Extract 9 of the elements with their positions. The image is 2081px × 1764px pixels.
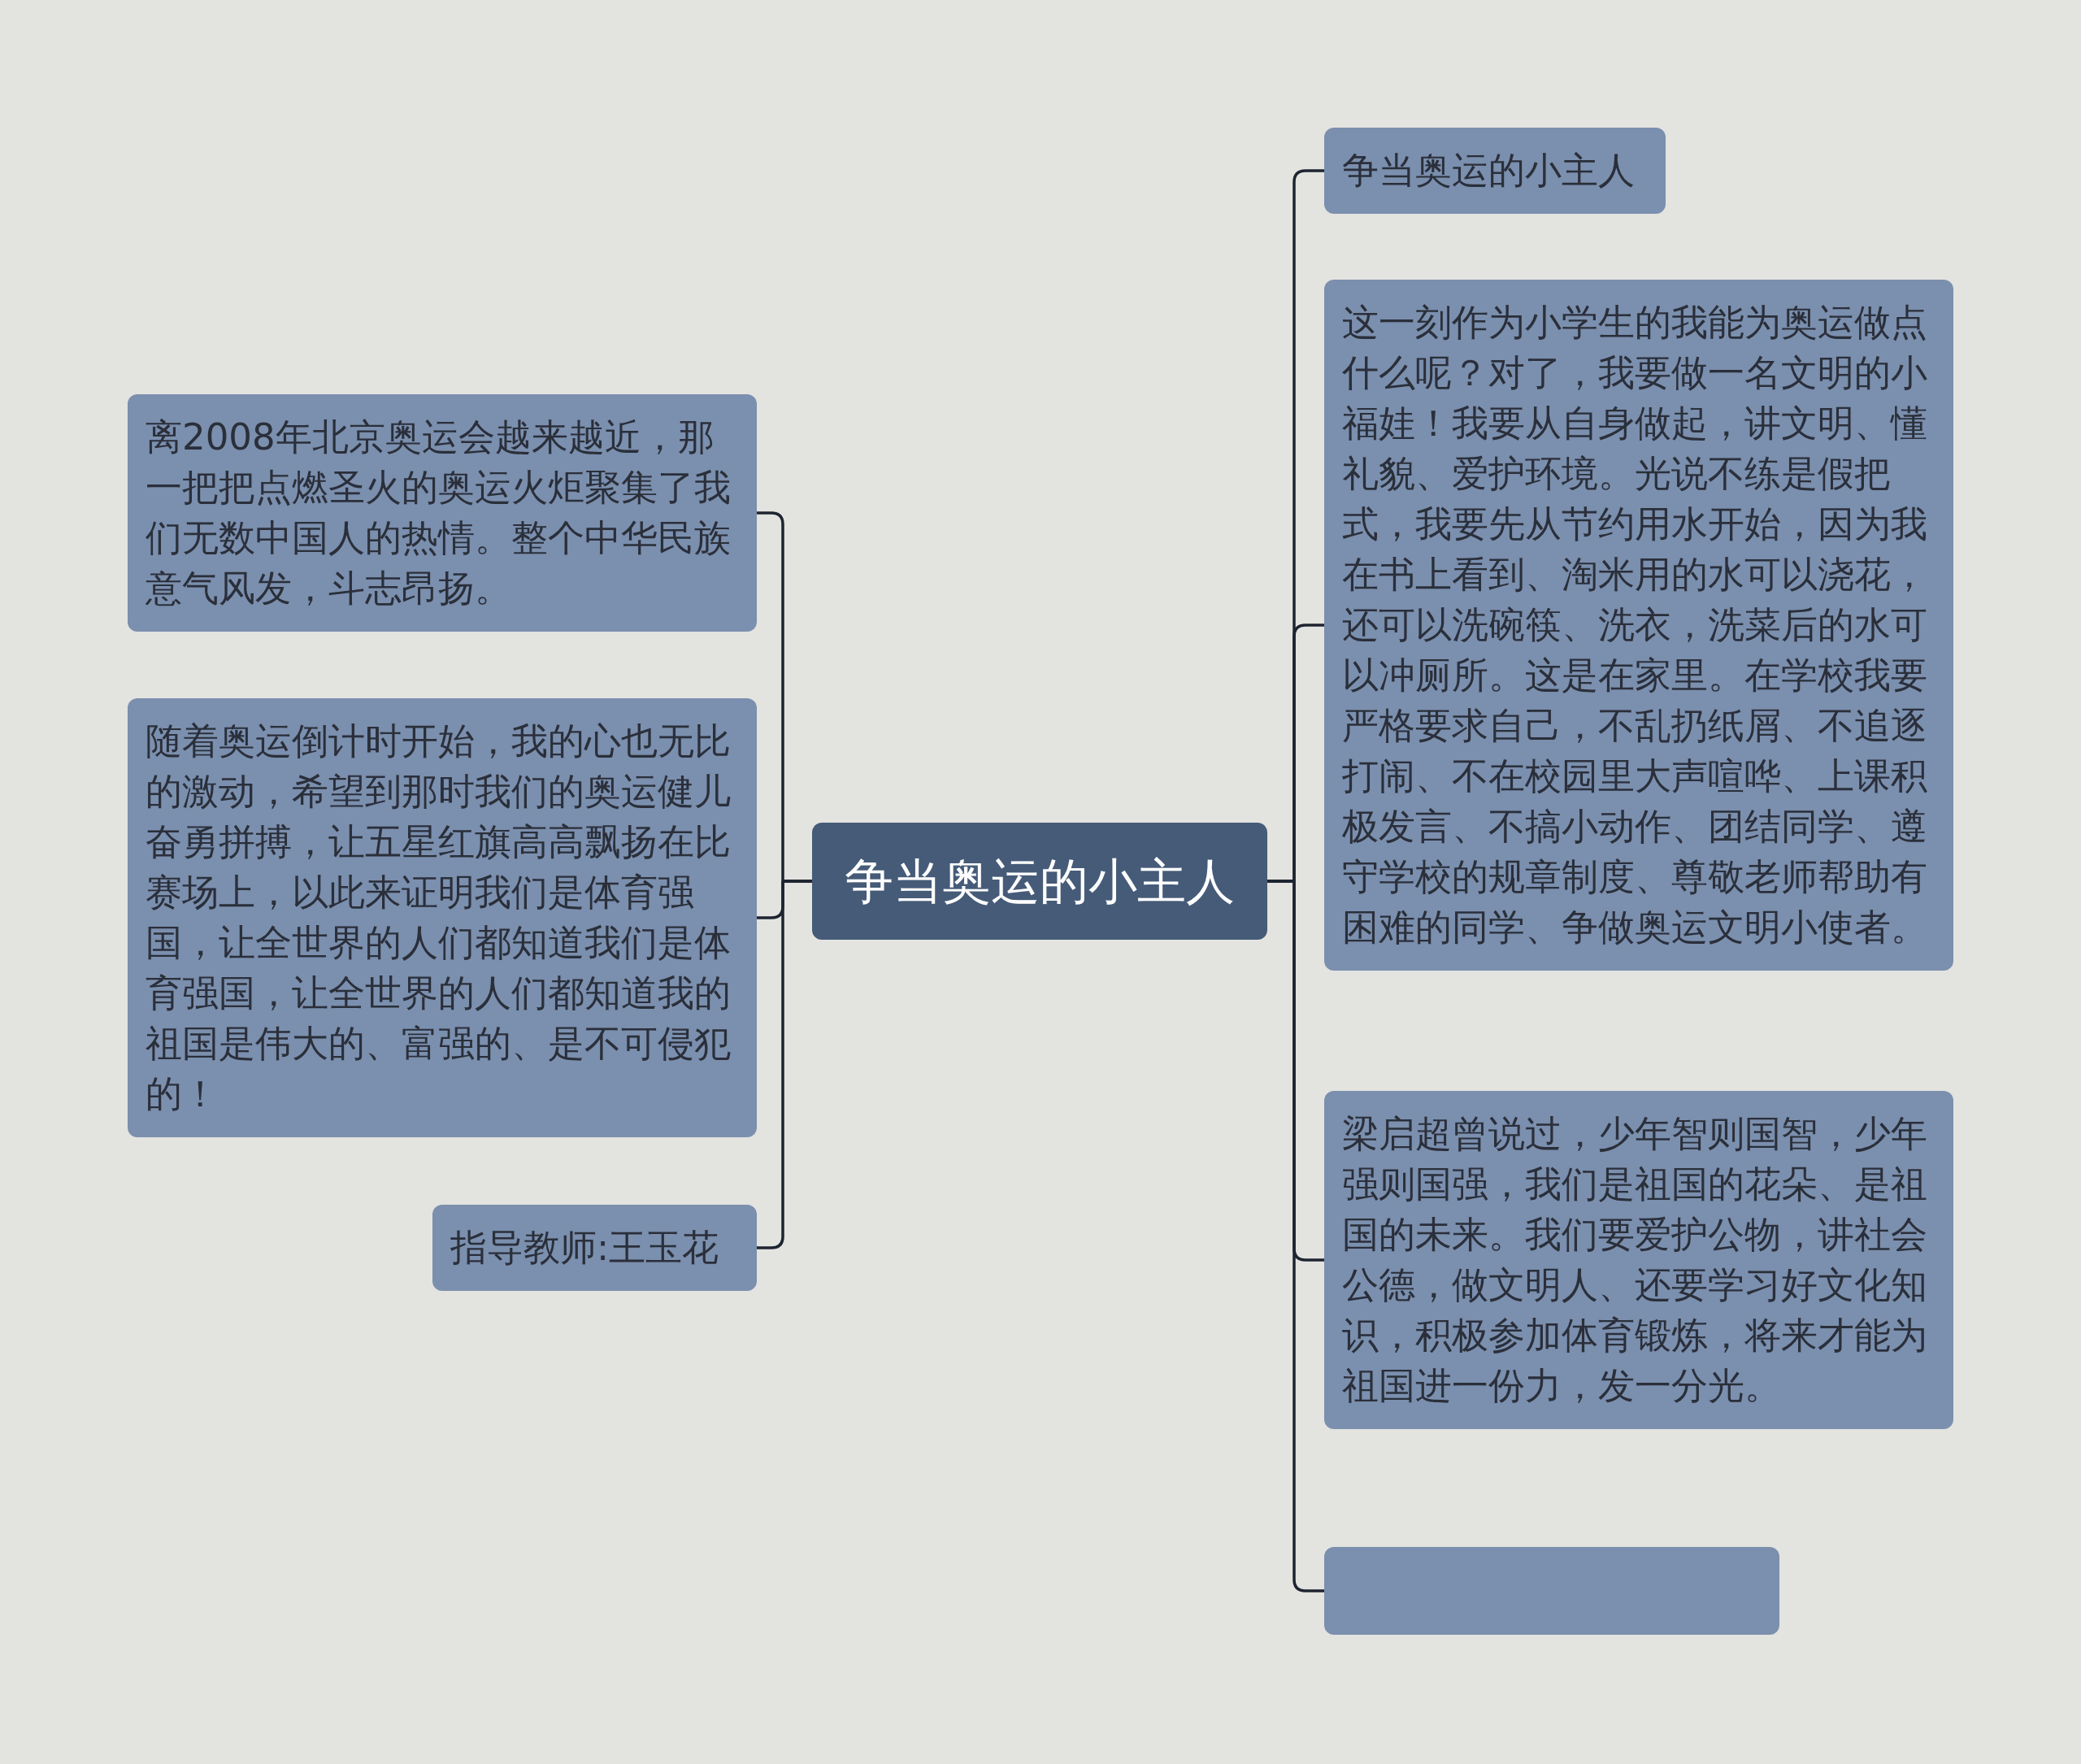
- central-topic: 争当奥运的小主人: [812, 823, 1267, 940]
- topic-box: 离2008年北京奥运会越来越近，那一把把点燃圣火的奥运火炬聚集了我们无数中国人的热情。整个中华民族意气风发，斗志昂扬。: [128, 394, 757, 632]
- topic-box: 梁启超曾说过，少年智则国智，少年强则国强，我们是祖国的花朵、是祖国的未来。我们要爱护公物，讲社会公德，做文明人、还要学习好文化知识，积极参加体育锻炼，将来才能为祖国进一份力，发一分光。: [1324, 1091, 1953, 1429]
- topic-box: 随着奥运倒计时开始，我的心也无比的激动，希望到那时我们的奥运健儿奋勇拼搏，让五星红旗高高飘扬在比赛场上，以此来证明我们是体育强国，让全世界的人们都知道我们是体育强国，让全世界的人们都知道我的祖国是伟大的、富强的、是不可侵犯的！: [128, 698, 757, 1137]
- topic-box: 这一刻作为小学生的我能为奥运做点什么呢？对了，我要做一名文明的小福娃！我要从自身做起，讲文明、懂礼貌、爱护环境。光说不练是假把式，我要先从节约用水开始，因为我在书上看到、淘米用的水可以浇花，还可以洗碗筷、洗衣，洗菜后的水可以冲厕所。这是在家里。在学校我要严格要求自己，不乱扔纸屑、不追逐打闹、不在校园里大声喧哗、上课积极发言、不搞小动作、团结同学、遵守学校的规章制度、尊敬老师帮助有困难的同学、争做奥运文明小使者。: [1324, 280, 1953, 971]
- empty-topic-box: [1324, 1547, 1779, 1635]
- topic-box: 指导教师:王玉花: [432, 1205, 757, 1291]
- topic-box: 争当奥运的小主人: [1324, 128, 1666, 214]
- connector-line: [755, 880, 814, 1249]
